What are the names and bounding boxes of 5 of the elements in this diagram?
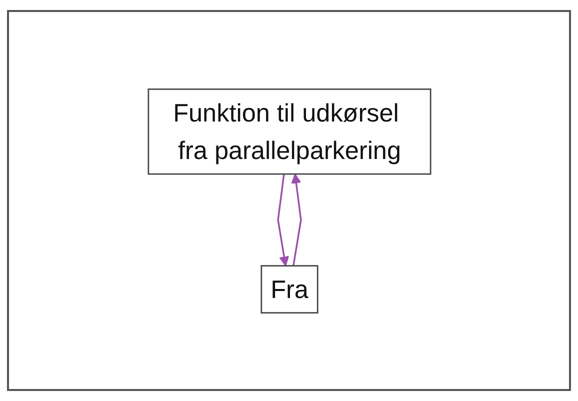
node-box — [147, 88, 431, 174]
node-box — [260, 264, 318, 314]
arrow — [276, 173, 289, 266]
frame-border: Funktion til udkørsel fra parallelparkering Fra — [7, 10, 571, 391]
arrow — [290, 173, 302, 266]
